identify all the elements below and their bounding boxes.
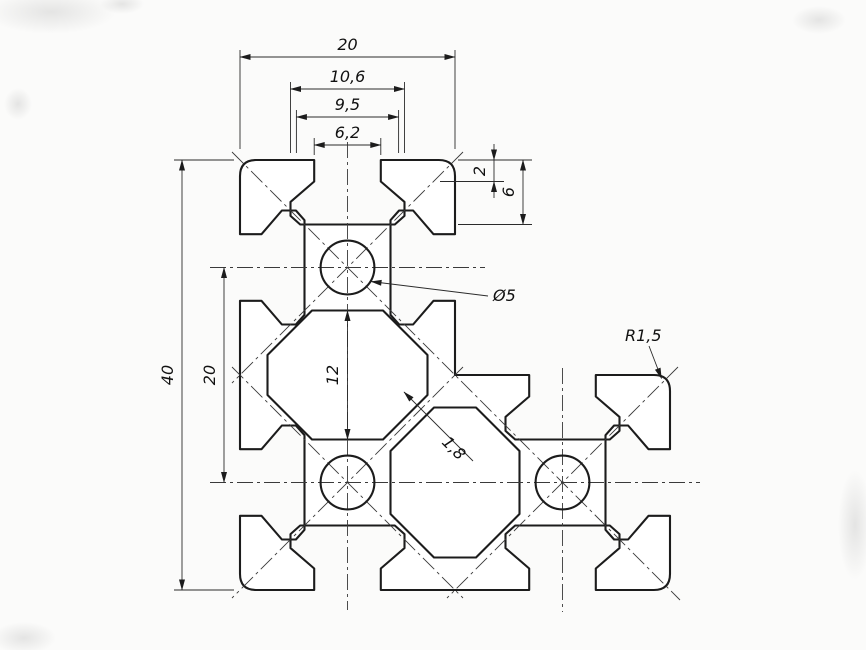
- centerlines: [210, 142, 700, 612]
- centerline-diagonal-bottomleft-anti: [231, 366, 464, 599]
- center-bore-top: [319, 239, 376, 296]
- dim-label-lip-depth: 2: [470, 166, 489, 176]
- leader-wall-thickness: [403, 391, 474, 462]
- dim-label-corner-radius: R1,5: [625, 326, 662, 345]
- center-bore-bottom-right: [534, 454, 591, 511]
- center-bore-bottom-left: [319, 454, 376, 511]
- leader-corner-radius: [648, 345, 662, 379]
- dimension-lines: [179, 54, 662, 591]
- dim-label-slot-mid-width: 9,5: [335, 95, 360, 114]
- center-bores: [319, 239, 591, 511]
- dim-label-cavity-height: 12: [323, 365, 342, 385]
- centerline-diagonal-bottomright-anti: [446, 366, 679, 599]
- leader-bore-diameter: [370, 279, 489, 297]
- dim-label-slot-depth: 6: [499, 187, 518, 197]
- dim-label-bore-diameter: Ø5: [492, 286, 516, 305]
- centerline-diagonal-top-anti: [231, 151, 464, 384]
- dim-label-slot-opening-width: 6,2: [335, 123, 360, 142]
- centerline-diagonal-main: [231, 151, 681, 601]
- dim-label-slot-back-width: 10,6: [330, 67, 366, 86]
- dim-label-bore-spacing: 20: [200, 365, 219, 385]
- dim-label-top-width: 20: [337, 35, 357, 54]
- dim-label-total-height: 40: [158, 365, 177, 385]
